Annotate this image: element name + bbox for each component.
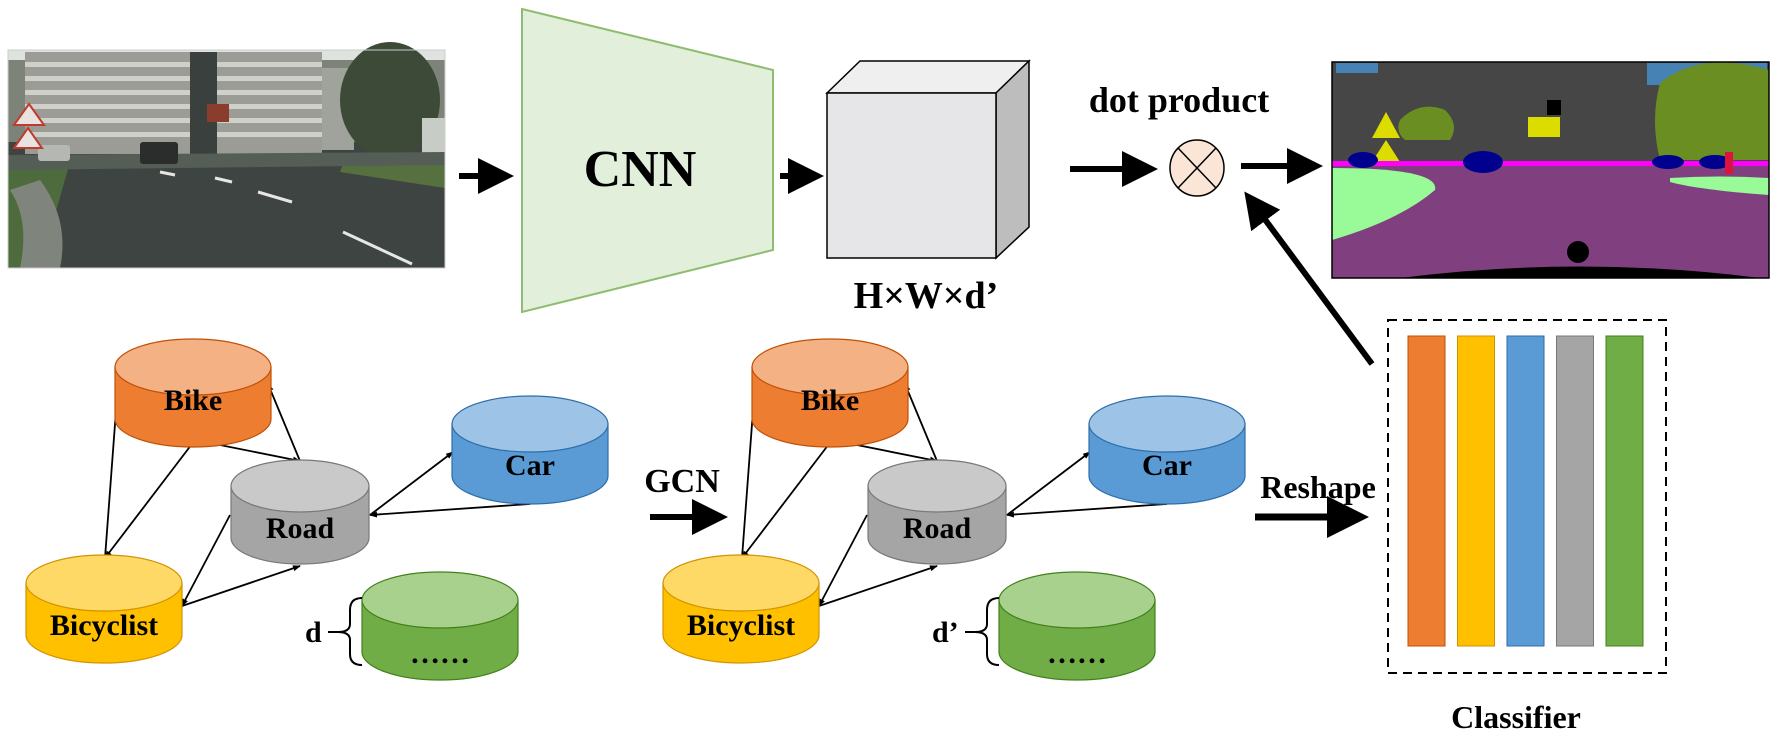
dot-product-operator-icon (1169, 139, 1225, 197)
feature-map-label: H×W×d’ (854, 275, 999, 317)
node-car: Car (1088, 395, 1246, 505)
node-label: Road (266, 512, 335, 545)
node-label: Bicyclist (50, 609, 158, 642)
classifier-bar-other (1605, 335, 1644, 647)
dimension-label: d (305, 616, 322, 649)
classifier-bar-road (1556, 335, 1594, 647)
cylinder-top (998, 571, 1156, 629)
node-other: …… (998, 571, 1156, 681)
cnn-label: CNN (584, 141, 697, 198)
graph-edge (369, 503, 531, 518)
classifier-bar-bike (1407, 335, 1446, 647)
cylinder-top (25, 554, 183, 612)
cylinder-top (867, 459, 1007, 513)
cylinder-top (361, 571, 519, 629)
dot-product-label: dot product (1089, 80, 1269, 120)
gcn-label: GCN (644, 463, 720, 500)
cylinder-top (1088, 395, 1246, 453)
segmentation-map (1331, 61, 1770, 279)
cylinder-top (230, 459, 370, 513)
node-other: …… (361, 571, 519, 681)
arrow-classifier-to-dot (1244, 191, 1375, 366)
graph-edge (181, 565, 301, 607)
node-car: Car (451, 395, 609, 505)
classifier-bar-car (1506, 335, 1545, 647)
cylinder-top (662, 554, 820, 612)
graph-edge (741, 439, 833, 559)
node-label: …… (1047, 637, 1107, 670)
node-bike: Bike (751, 338, 909, 448)
graph-edge (1006, 503, 1168, 518)
classifier-label: Classifier (1451, 699, 1581, 734)
street-scene-photo (7, 42, 446, 269)
node-bicyclist: Bicyclist (662, 554, 820, 664)
graph-edge (1006, 451, 1091, 516)
graph-edge (818, 514, 868, 607)
graph-edge (818, 565, 938, 607)
cylinder-top (114, 338, 272, 396)
node-label: Road (903, 512, 972, 545)
node-label: Bicyclist (687, 609, 795, 642)
node-road: Road (230, 459, 370, 565)
node-bicyclist: Bicyclist (25, 554, 183, 664)
dimension-label: d’ (932, 616, 959, 649)
graph-edge (104, 439, 196, 559)
cylinder-top (451, 395, 609, 453)
node-bike: Bike (114, 338, 272, 448)
dimension-brace: d (305, 597, 363, 666)
reshape-label: Reshape (1260, 469, 1376, 505)
node-label: Car (1142, 449, 1192, 482)
graph-edge (904, 383, 938, 462)
feature-map-cube: H×W×d’ (825, 59, 1031, 317)
classifier-box: Classifier (1387, 319, 1667, 734)
cylinder-top (751, 338, 909, 396)
node-road: Road (867, 459, 1007, 565)
cnn-block: CNN (521, 7, 774, 314)
dimension-brace: d’ (932, 597, 1000, 666)
graph-edge (181, 514, 231, 607)
node-label: Bike (164, 384, 222, 417)
graph-edge (369, 451, 454, 516)
node-label: …… (410, 637, 470, 670)
classifier-bar-bicyclist (1457, 335, 1495, 647)
node-label: Bike (801, 384, 859, 417)
graph-edge (267, 383, 301, 462)
node-label: Car (505, 449, 555, 482)
